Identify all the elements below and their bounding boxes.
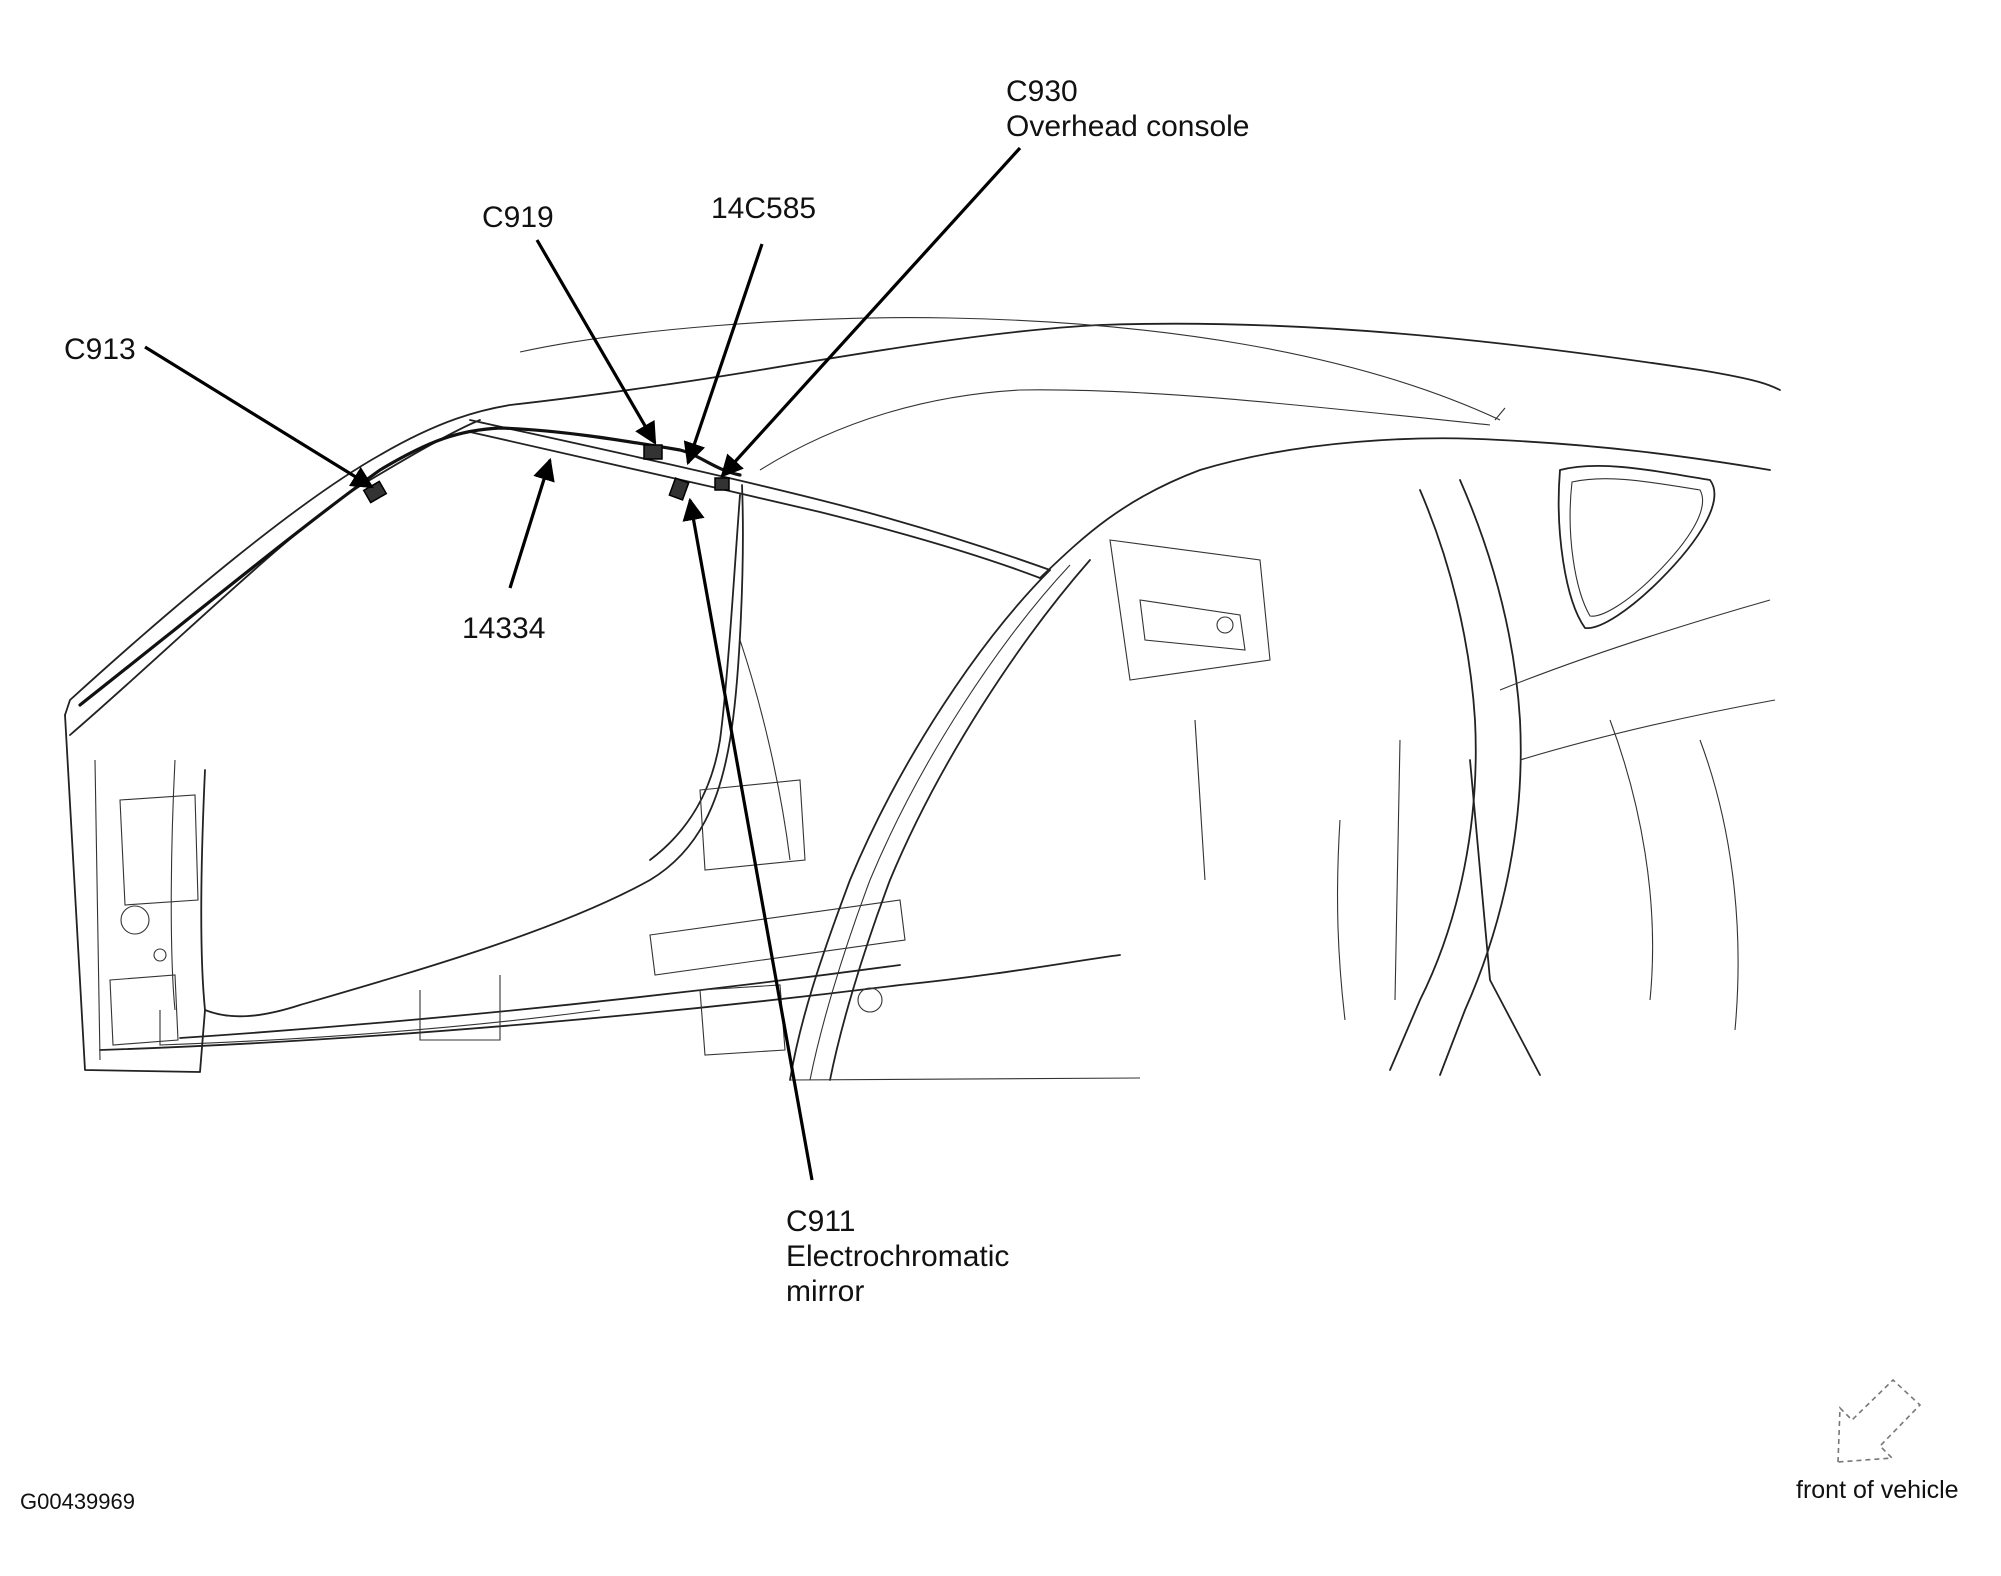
- callout-c911-desc-line2: mirror: [786, 1275, 865, 1308]
- connector-c911: [668, 477, 690, 501]
- leader-c911: [682, 497, 814, 1181]
- overhead-wiring-harness: [78, 426, 742, 707]
- callout-c930-desc: Overhead console: [1006, 110, 1250, 143]
- body-structure: [64, 317, 1781, 1081]
- front-of-vehicle-label: front of vehicle: [1796, 1476, 1959, 1504]
- connector-c919: [643, 444, 663, 460]
- front-direction-arrow-icon: [1837, 1378, 1922, 1463]
- leader-14c585: [683, 243, 764, 466]
- leader-c930: [720, 146, 1022, 478]
- callout-14c585-code: 14C585: [711, 192, 817, 225]
- callout-c919-code: C919: [482, 201, 554, 234]
- leader-14334: [508, 457, 555, 589]
- callout-c911-desc-line1: Electrochromatic: [786, 1240, 1010, 1273]
- leader-c913: [144, 345, 374, 489]
- callout-c911-code: C911: [786, 1205, 856, 1238]
- figure-id: G00439969: [20, 1489, 135, 1514]
- connector-c930: [714, 477, 730, 491]
- callout-14334-code: 14334: [462, 612, 546, 645]
- callout-c930-code: C930: [1006, 75, 1078, 108]
- callout-c913-code: C913: [64, 333, 136, 366]
- leader-c919: [535, 239, 657, 445]
